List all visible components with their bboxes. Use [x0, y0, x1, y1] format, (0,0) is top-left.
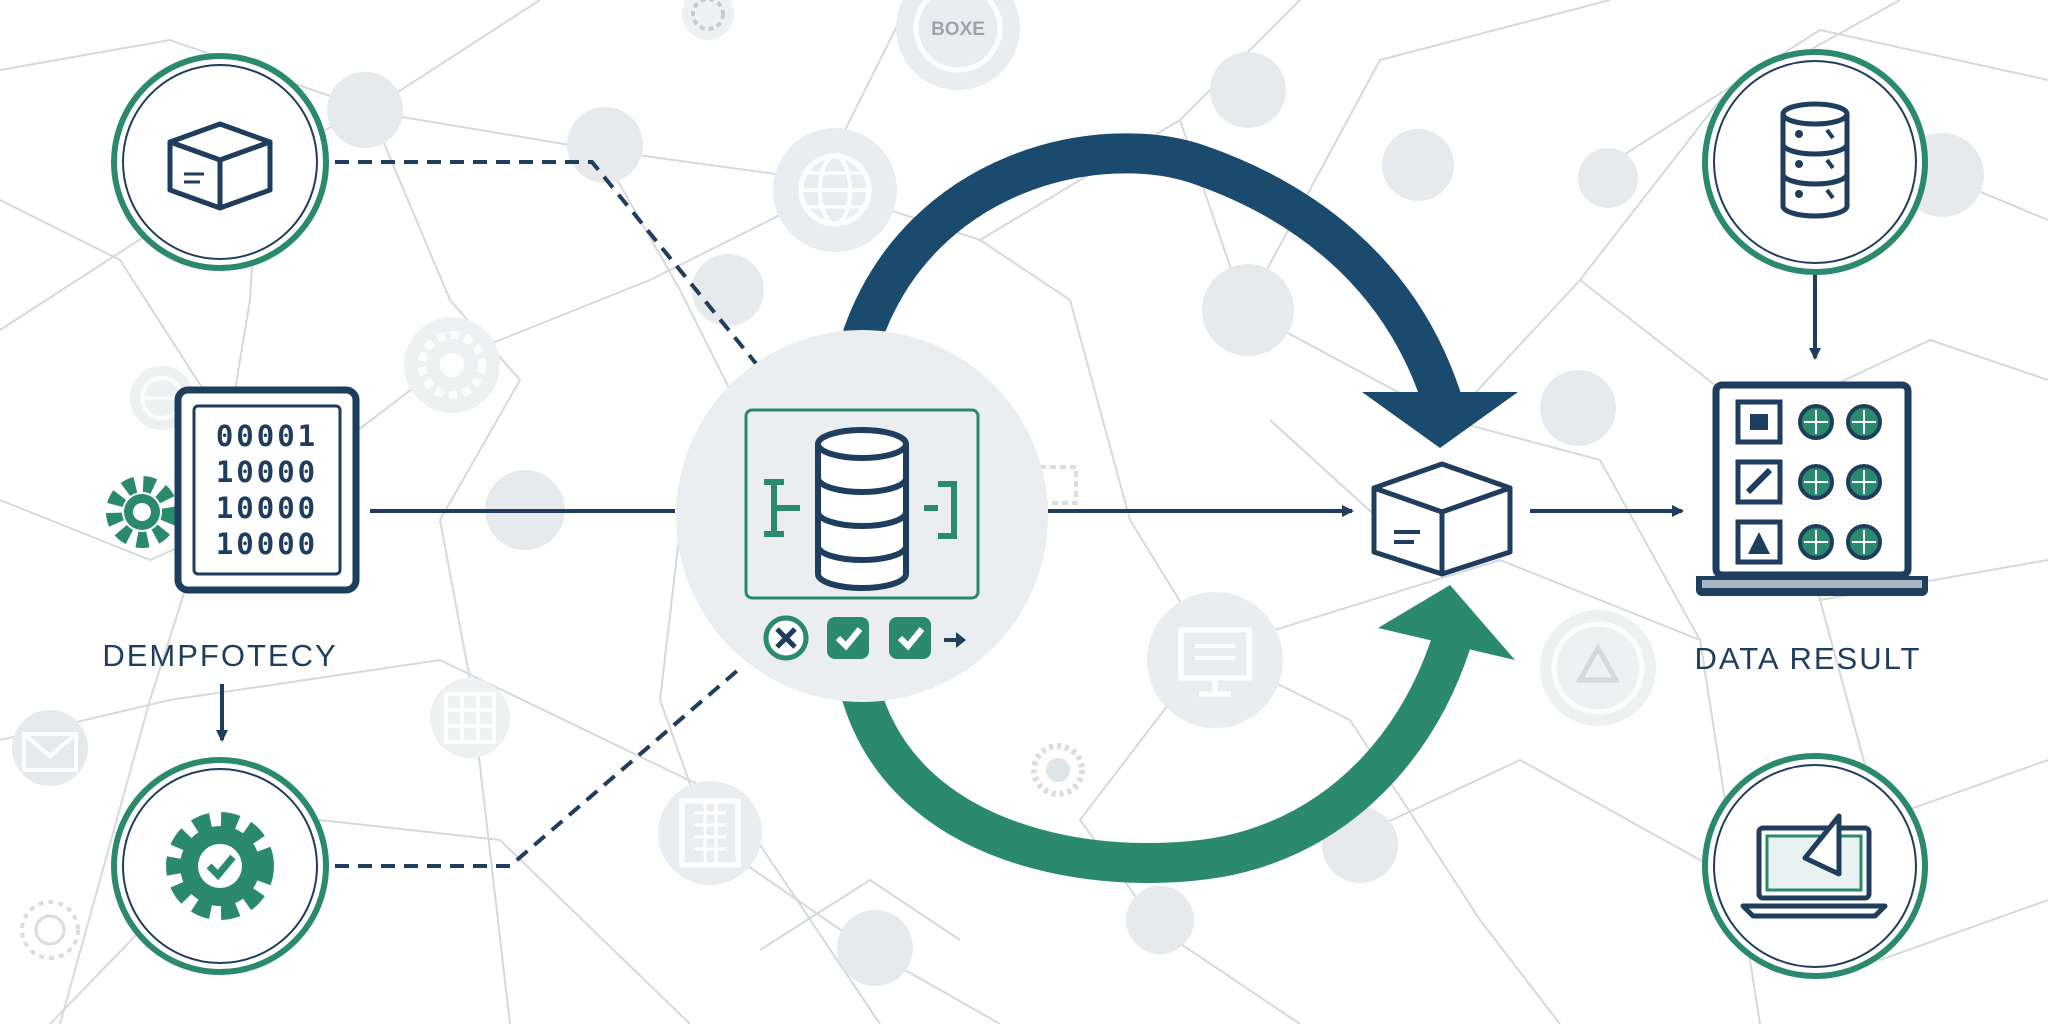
left-top-node: [111, 53, 329, 271]
database-icon: [1780, 101, 1850, 219]
binary-row: 10000: [216, 491, 318, 525]
tools-icon: [763, 615, 809, 661]
dashed-connector-top: [335, 160, 760, 368]
binary-tablet-icon: [174, 386, 360, 594]
right-top-node: [1702, 49, 1928, 275]
gear-badge: [404, 317, 500, 413]
laptop-icon: [1740, 813, 1888, 919]
cog-badge: [682, 0, 734, 40]
bracket-left-icon: [764, 479, 800, 537]
binary-row: 10000: [216, 527, 318, 561]
database-icon: [815, 427, 909, 591]
green-arc: [840, 633, 1472, 883]
bracket-right-icon: [924, 481, 957, 539]
calendar-badge: [658, 781, 762, 885]
check-icon: [889, 617, 931, 659]
chip-badge: [20, 900, 80, 960]
globe-badge: [773, 128, 897, 252]
binary-row: 10000: [216, 455, 318, 489]
background-icon-badges: BOXE: [20, 0, 1656, 960]
gear-check-icon: [166, 812, 274, 920]
box-icon: [167, 121, 273, 211]
center-hub: [676, 330, 1048, 702]
dashed-connector-bottom: [335, 668, 740, 868]
gear-icon: [106, 476, 178, 548]
right-label: DATA RESULT: [1695, 641, 1922, 676]
output-box-icon: [1371, 461, 1513, 577]
boxe-badge: BOXE: [896, 0, 1020, 90]
green-arrowhead: [1378, 585, 1515, 660]
connectors: [216, 160, 1821, 868]
left-middle-node: 00001 10000 10000 10000: [106, 386, 360, 594]
check-icon: [827, 617, 869, 659]
right-middle-node: [1696, 381, 1928, 596]
cycle-arrows: [840, 133, 1518, 883]
sun-badge: [1031, 743, 1085, 797]
hub-frame: [744, 408, 980, 600]
navy-arrowhead: [1362, 392, 1518, 448]
arrow-icon: [944, 632, 966, 648]
mail-badge: [22, 732, 78, 772]
left-label: DEMPFOTECY: [102, 638, 337, 673]
dashboard-laptop-icon: [1696, 381, 1928, 596]
grid-badge: [430, 678, 510, 758]
recycle-badge: [1540, 610, 1656, 726]
boxe-badge-text: BOXE: [931, 19, 985, 40]
monitor-badge: [1147, 592, 1283, 728]
right-bottom-node: [1702, 753, 1928, 979]
navy-arc: [843, 133, 1462, 407]
left-bottom-node: [111, 757, 329, 975]
binary-row: 00001: [216, 419, 318, 453]
